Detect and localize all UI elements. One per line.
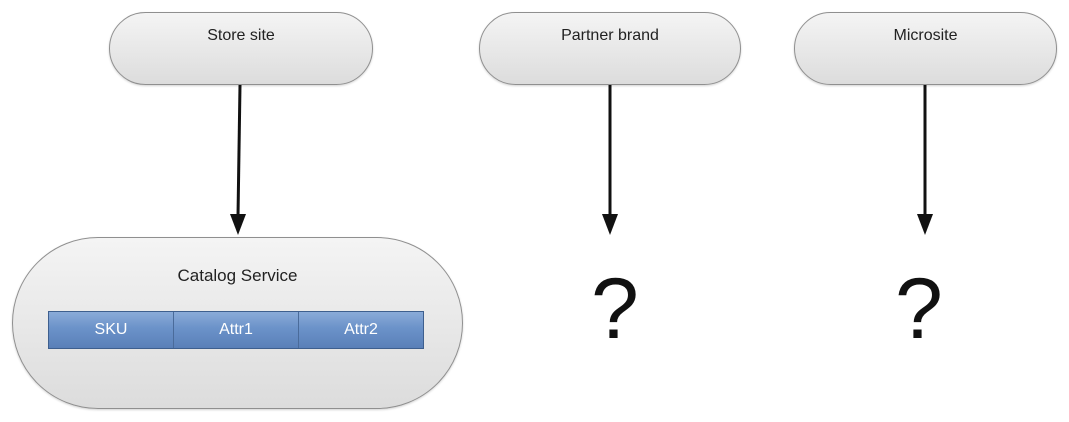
table-cell-attr1: Attr1 xyxy=(174,312,299,348)
arrowhead-store-to-catalog xyxy=(230,214,246,235)
microsite-label: Microsite xyxy=(893,27,958,44)
arrow-store-to-catalog xyxy=(236,84,242,217)
microsite-unknown-mark: ? xyxy=(895,261,943,357)
table-cell-sku: SKU xyxy=(49,312,174,348)
partner-unknown-mark: ? xyxy=(591,261,639,357)
arrowhead-partner-to-unknown xyxy=(602,214,618,235)
catalog-attribute-table: SKU Attr1 Attr2 xyxy=(48,311,424,349)
store-site-node: Store site xyxy=(109,12,373,85)
catalog-service-label: Catalog Service xyxy=(177,266,298,285)
store-site-label: Store site xyxy=(207,27,275,44)
partner-brand-node: Partner brand xyxy=(479,12,741,85)
microsite-node: Microsite xyxy=(794,12,1057,85)
table-cell-attr2: Attr2 xyxy=(299,312,423,348)
partner-brand-label: Partner brand xyxy=(561,27,659,44)
arrowhead-microsite-to-unknown xyxy=(917,214,933,235)
